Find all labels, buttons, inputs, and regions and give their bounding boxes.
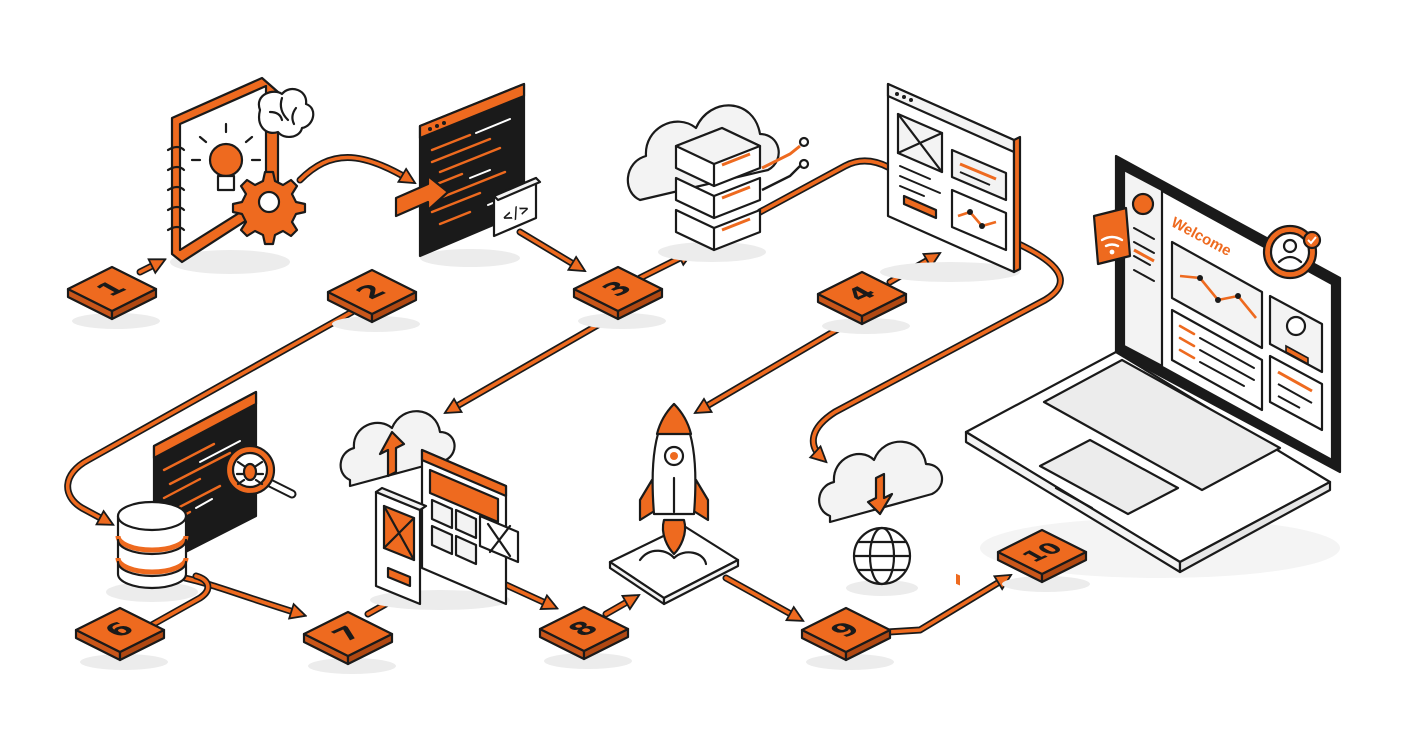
- step-badge-7: 7: [302, 610, 396, 674]
- rocket-launch-icon: [608, 402, 740, 606]
- laptop-dashboard-icon: Welcome: [964, 154, 1342, 578]
- cloud-server-icon: [626, 104, 810, 262]
- step-badge-10: 10: [996, 528, 1090, 592]
- database-icon: [106, 500, 198, 602]
- upload-cloud-icon: [339, 410, 456, 488]
- globe-icon: [852, 526, 912, 586]
- step-badge-3: 3: [572, 265, 666, 329]
- code-editor-icon: </>: [394, 82, 542, 267]
- responsive-devices-icon: [339, 410, 520, 610]
- wifi-icon: [1092, 206, 1132, 266]
- notebook-lightbulb-brain-gear-icon: [166, 76, 315, 274]
- step-badge-8: 8: [538, 605, 632, 669]
- step-badge-9: 9: [800, 606, 894, 670]
- step-badge-4: 4: [816, 270, 910, 334]
- step-badges: 1 2 3 4 6 7 8 9 10: [66, 265, 1090, 674]
- bug-magnifier-icon: [224, 444, 297, 499]
- cloud-download-globe-icon: [818, 440, 943, 596]
- step-badge-1: 1: [66, 265, 160, 329]
- wireframe-dashboard-icon: [880, 82, 1022, 586]
- step-badge-6: 6: [74, 606, 168, 670]
- gear-icon: [231, 170, 307, 246]
- step-badge-2: 2: [326, 268, 420, 332]
- user-avatar-icon: [1262, 224, 1322, 280]
